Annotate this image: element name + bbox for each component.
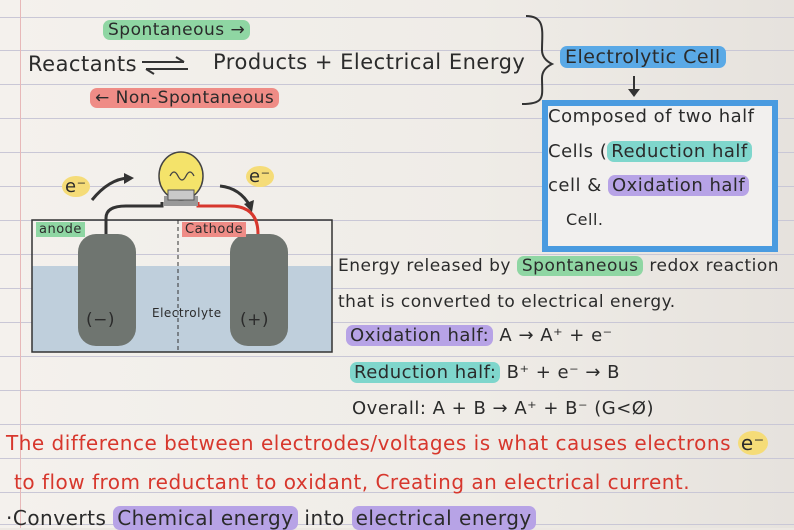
galvanic-cell-diagram [31,151,333,353]
spontaneous-label: Spontaneous → [103,20,251,40]
anode-electrode [78,234,136,346]
container-outline [31,219,333,353]
bulb-base [164,196,198,206]
electron-right: e⁻ [246,166,274,187]
electrolyte-label: Electrolyte [152,306,222,320]
plus-label: (+) [240,310,270,330]
cell-oxidation-line: cell & Oxidation half [548,175,750,196]
electron-flow-arrow-right-icon [219,184,252,207]
overall-line: Overall: A + B → A⁺ + B⁻ (G<Ø) [352,398,654,419]
curly-brace-icon [521,15,555,105]
electrolytic-cell-label: Electrolytic Cell [560,46,726,68]
converts-line: ·Converts Chemical energy into electrica… [6,506,536,530]
anode-label: anode [36,222,85,237]
down-arrow-icon [628,76,640,97]
electron-left: e⁻ [62,176,90,197]
composed-line: Composed of two half [548,106,755,127]
cathode-label: Cathode [182,222,247,237]
minus-label: (−) [86,310,116,330]
energy-released-line: Energy released by Spontaneous redox rea… [338,256,780,276]
equilibrium-arrow-icon [142,56,188,75]
wire-left [104,202,164,234]
wire-right [196,202,260,235]
non-spontaneous-label: ← Non-Spontaneous [90,88,280,108]
cells-line: Cells (Reduction half [548,141,752,162]
reactants-text: Reactants [28,52,138,76]
cell-end-line: Cell. [566,210,604,229]
oxidation-half-line: Oxidation half: A → A⁺ + e⁻ [346,325,613,346]
products-text: Products + Electrical Energy [213,50,526,74]
converted-line: that is converted to electrical energy. [338,292,676,312]
flow-line: to flow from reductant to oxidant, Creat… [14,470,691,494]
reduction-half-line: Reduction half: B⁺ + e⁻ → B [350,362,620,383]
difference-line: The difference between electrodes/voltag… [6,431,768,455]
cathode-electrode [230,234,288,346]
